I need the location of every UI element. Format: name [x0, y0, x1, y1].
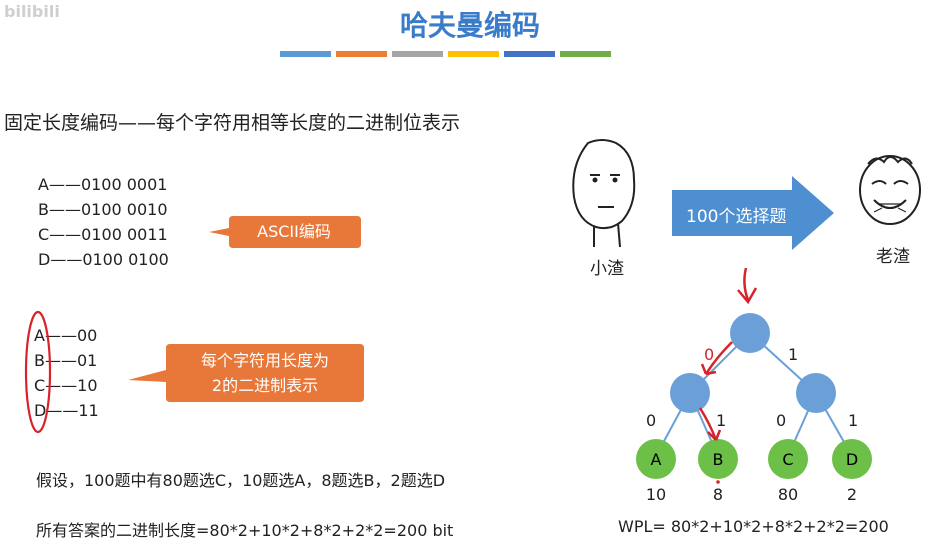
leaf-letter-c: C	[782, 450, 793, 469]
leaf-letter-d: D	[846, 450, 858, 469]
title-bar-1	[280, 51, 331, 57]
annotation-ellipse	[24, 310, 52, 434]
annotation-arrow-left	[700, 341, 733, 376]
two-bit-code-c: C——10	[34, 373, 99, 398]
leaf-letter-a: A	[651, 450, 662, 469]
root-node	[730, 313, 770, 353]
leaf-weight-c: 80	[778, 485, 798, 504]
code-letter: B	[34, 351, 45, 370]
two-bit-code-b: B——01	[34, 348, 99, 373]
leaf-node-c	[768, 439, 808, 479]
two-bit-callout-line-1: 每个字符用长度为	[200, 351, 329, 370]
edge-label-right-d: 1	[848, 411, 858, 430]
ascii-code-d: D——0100 0100	[38, 250, 169, 269]
fixed-length-heading: 固定长度编码——每个字符用相等长度的二进制位表示	[4, 112, 461, 134]
annotation-dot	[716, 480, 720, 484]
code-letter: A	[34, 326, 45, 345]
total-length-text: 所有答案的二进制长度=80*2+10*2+8*2+2*2=200 bit	[36, 521, 454, 540]
edge-label-root-right: 1	[788, 345, 798, 364]
ascii-code-c: C——0100 0011	[38, 225, 168, 244]
page-title: 哈夫曼编码	[399, 9, 540, 42]
right-internal-node	[796, 373, 836, 413]
two-bit-code-d: D——11	[34, 398, 99, 423]
code-letter: C	[34, 376, 46, 395]
arrow-icon	[672, 176, 834, 250]
two-bit-code-list: A——00 B——01 C——10 D——11	[34, 323, 99, 423]
code-value: ——10	[45, 376, 98, 395]
ascii-code-a: A——0100 0001	[38, 175, 168, 194]
two-bit-callout-line-2: 2的二进制表示	[211, 376, 319, 395]
title-bar-6	[560, 51, 611, 57]
title-bar-5	[504, 51, 555, 57]
title-color-bars	[280, 51, 611, 57]
title-bar-2	[336, 51, 387, 57]
annotation-arrow-b	[698, 407, 722, 441]
xiaozha-face-icon	[572, 139, 636, 248]
two-bit-callout: 每个字符用长度为 2的二进制表示	[166, 348, 364, 398]
assumption-text: 假设，100题中有80题选C，10题选A，8题选B，2题选D	[36, 471, 446, 490]
code-value: ——00	[44, 326, 98, 345]
ascii-code-list: A——0100 0001 B——0100 0010 C——0100 0011 D…	[38, 172, 169, 272]
edge-label-left-b: 1	[716, 411, 726, 430]
title-bar-3	[392, 51, 443, 57]
laozha-label: 老渣	[876, 247, 910, 267]
edge-label-left-a: 0	[646, 411, 656, 430]
ascii-callout: ASCII编码	[257, 222, 331, 241]
left-internal-node	[670, 373, 710, 413]
leaf-weight-d: 2	[847, 485, 857, 504]
leaf-node-b	[698, 439, 738, 479]
code-value: ——01	[44, 351, 98, 370]
leaf-weight-b: 8	[713, 485, 723, 504]
xiaozha-label: 小渣	[590, 259, 624, 279]
wpl-text: WPL= 80*2+10*2+8*2+2*2=200	[618, 517, 889, 536]
leaf-node-a	[636, 439, 676, 479]
code-value: ——11	[46, 401, 99, 420]
edge-label-root-left: 0	[704, 345, 714, 364]
annotation-arrow-root	[737, 267, 758, 305]
code-letter: D	[34, 401, 47, 420]
huffman-tree: A B C D 1 0 1 0 1 0 10 8 80 2	[636, 267, 872, 504]
two-bit-code-a: A——00	[34, 323, 99, 348]
edge-label-right-c: 0	[776, 411, 786, 430]
leaf-weight-a: 10	[646, 485, 666, 504]
title-bar-4	[448, 51, 499, 57]
leaf-letter-b: B	[713, 450, 724, 469]
leaf-node-d	[832, 439, 872, 479]
ascii-code-b: B——0100 0010	[38, 200, 168, 219]
watermark: bilibili	[4, 2, 60, 21]
laozha-face-icon	[859, 155, 921, 225]
arrow-label: 100个选择题	[686, 207, 787, 227]
ascii-callout-shape	[209, 216, 361, 248]
two-bit-callout-shape	[128, 344, 364, 402]
